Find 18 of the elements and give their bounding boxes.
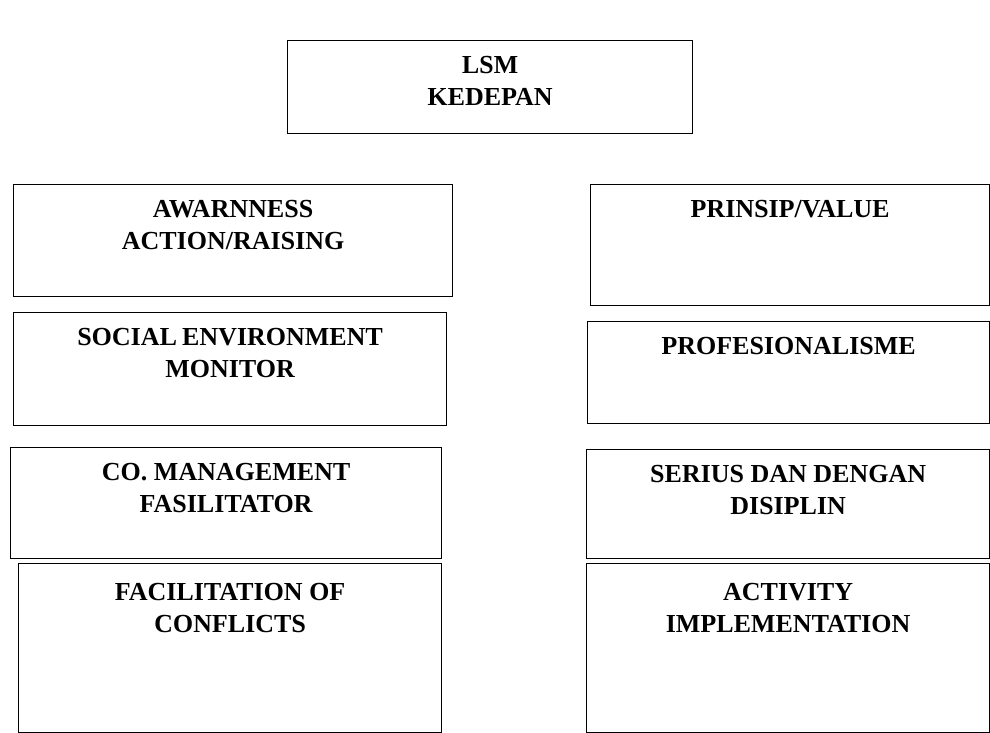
box-label: FACILITATION OF CONFLICTS: [114, 576, 346, 640]
box-label: PROFESIONALISME: [661, 330, 916, 362]
text-box: [586, 449, 990, 559]
box-label: ACTIVITY IMPLEMENTATION: [664, 576, 912, 640]
text-box: [586, 563, 990, 733]
text-box: [18, 563, 442, 733]
box-label: LSM KEDEPAN: [426, 49, 554, 113]
box-label: SOCIAL ENVIRONMENT MONITOR: [76, 321, 384, 385]
text-box: [13, 184, 453, 297]
box-label: AWARNNESS ACTION/RAISING: [120, 193, 346, 257]
text-box: [590, 184, 990, 306]
text-box: [287, 40, 693, 134]
text-box: [587, 321, 990, 424]
box-label: CO. MANAGEMENT FASILITATOR: [100, 456, 352, 520]
text-box: [10, 447, 442, 559]
box-label: PRINSIP/VALUE: [690, 193, 890, 225]
box-label: SERIUS DAN DENGAN DISIPLIN: [649, 458, 927, 522]
text-box: [13, 312, 447, 426]
